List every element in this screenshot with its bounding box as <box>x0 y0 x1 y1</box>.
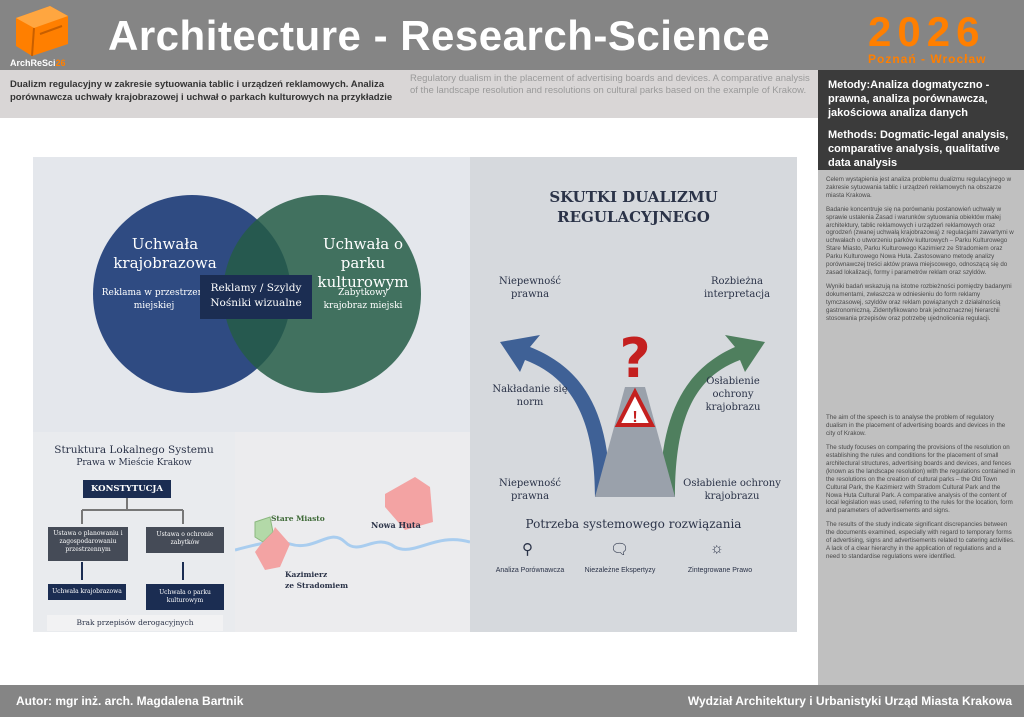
logo-text: ArchReSci26 <box>10 58 66 68</box>
svg-text:?: ? <box>619 327 650 390</box>
need-heading: Potrzeba systemowego rozwiązania <box>525 517 742 531</box>
map-shapes <box>235 477 470 570</box>
abstract-pl-1: Celem wystąpienia jest analiza problemu … <box>826 176 1012 199</box>
svg-text:!: ! <box>632 409 637 426</box>
abstract-pl-3: Wyniki badań wskazują na istotne rozbież… <box>826 282 1012 322</box>
effect-2: Rozbieżna interpretacja <box>703 276 771 300</box>
effect-5: Niepewność prawna <box>499 478 561 502</box>
monuments-act-box: Ustawa o ochronie zabytków <box>146 527 224 553</box>
year: 2026 <box>868 8 986 55</box>
no-derogation-note: Brak przepisów derogacyjnych <box>47 615 223 631</box>
poster-title: Architecture - Research-Science <box>108 12 771 59</box>
magnifier-icon: ⚲ <box>522 541 533 558</box>
map-label-nowa-huta: Nowa Huta <box>371 520 421 530</box>
abstract-pl-2: Badanie koncentruje się na porównaniu po… <box>826 205 1014 276</box>
infographic: Uchwała krajobrazowa Reklama w przestrze… <box>33 157 797 632</box>
venn-diagram: Uchwała krajobrazowa Reklama w przestrze… <box>33 157 470 432</box>
subtitle-pl: Dualizm regulacyjny w zakresie sytuowani… <box>10 79 393 103</box>
effect-4: Osłabienie ochrony krajobrazu <box>705 376 761 413</box>
lightbulb-icon: ☼ <box>710 540 724 557</box>
map-label-stare-miasto: Stare Miasto <box>271 514 325 523</box>
tool-2: Niezależne Ekspertyzy <box>584 567 656 574</box>
left-title: Uchwała krajobrazowa <box>113 235 217 272</box>
footer: Autor: mgr inż. arch. Magdalena Bartnik … <box>0 685 1024 717</box>
structure-subtitle: Prawa w Mieście Krakow <box>76 458 192 468</box>
structure-arrows <box>81 498 184 580</box>
methods-box: Metody:Analiza dogmatyczno -prawna, anal… <box>818 70 1024 170</box>
header <box>0 0 1024 70</box>
abstract-en-2: The study focuses on comparing the provi… <box>826 444 1016 515</box>
chat-icon: 🗨 <box>610 541 630 558</box>
planning-act-box: Ustawa o planowaniu i zagospodarowaniu p… <box>48 527 128 561</box>
tool-3: Zintegrowane Prawo <box>687 567 753 574</box>
subtitle-bar <box>0 70 818 118</box>
effect-3: Nakładanie się norm <box>492 384 568 408</box>
tool-1: Analiza Porównawcza <box>495 567 565 574</box>
structure-title: Struktura Lokalnego Systemu <box>54 444 214 456</box>
abstract-en-1: The aim of the speech is to analyse the … <box>826 414 1006 438</box>
left-sub: Reklama w przestrzeni miejskiej <box>101 288 207 311</box>
cultural-park-resolution-box: Uchwała o parku kulturowym <box>146 584 224 610</box>
abstract-column: Celem wystąpienia jest analiza problemu … <box>818 170 1024 685</box>
law-structure: Struktura Lokalnego Systemu Prawa w Mieś… <box>33 432 235 632</box>
abstract-en-3: The results of the study indicate signif… <box>826 521 1015 560</box>
diverging-road-arrows: ? ! <box>500 327 765 497</box>
effect-6: Osłabienie ochrony krajobrazu <box>683 478 781 502</box>
landscape-resolution-box: Uchwała krajobrazowa <box>48 584 126 600</box>
right-sub: Zabytkowy krajobraz miejski <box>323 288 403 311</box>
subtitle-en: Regulatory dualism in the placement of a… <box>410 73 810 96</box>
faculty: Wydział Architektury i Urbanistyki Urząd… <box>687 694 1012 708</box>
methods-pl: Metody:Analiza dogmatyczno -prawna, anal… <box>828 79 990 119</box>
constitution-box: KONSTYTUCJA <box>83 480 171 498</box>
effect-1: Niepewność prawna <box>499 276 561 300</box>
right-title: Uchwała o parku kulturowym <box>317 235 409 291</box>
methods-en: Methods: Dogmatic-legal analysis, compar… <box>828 129 1009 169</box>
city: Poznań - Wrocław <box>868 52 987 66</box>
archresci-logo <box>16 6 68 57</box>
author: Autor: mgr inż. arch. Magdalena Bartnik <box>16 694 244 708</box>
